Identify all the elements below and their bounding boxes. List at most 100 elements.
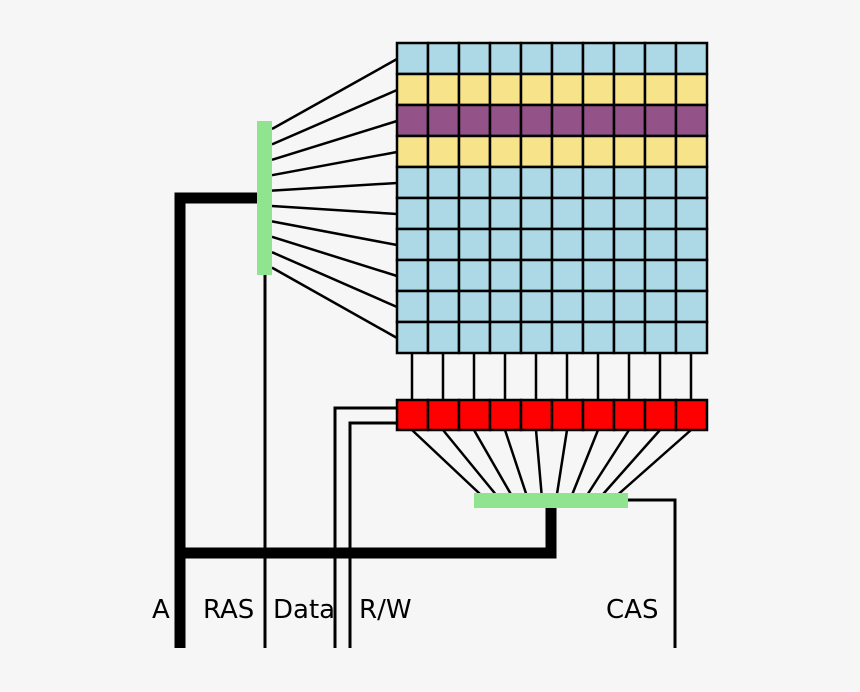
memory-cell <box>612 134 647 169</box>
memory-cell <box>426 41 461 76</box>
memory-cell <box>457 320 492 355</box>
memory-cell <box>643 165 678 200</box>
memory-cell <box>395 289 430 324</box>
memory-cell <box>612 258 647 293</box>
row-select-wire <box>271 119 398 161</box>
memory-cell <box>395 72 430 107</box>
memory-cell <box>395 103 430 138</box>
memory-cell <box>674 165 709 200</box>
memory-cell <box>457 165 492 200</box>
address-bus-to-column-decoder <box>180 506 557 559</box>
memory-cell <box>643 196 678 231</box>
memory-cell <box>395 134 430 169</box>
memory-cell <box>581 134 616 169</box>
memory-cell <box>488 165 523 200</box>
sense-amplifier <box>674 398 709 432</box>
memory-cell <box>550 41 585 76</box>
memory-cell <box>674 227 709 262</box>
row-select-wire <box>271 181 398 192</box>
memory-cell <box>612 103 647 138</box>
memory-cell <box>457 196 492 231</box>
memory-cell <box>643 289 678 324</box>
memory-cell <box>643 134 678 169</box>
memory-cell <box>643 72 678 107</box>
memory-cell <box>457 289 492 324</box>
column-select-wire <box>442 429 497 495</box>
memory-cell <box>426 227 461 262</box>
memory-cell <box>426 72 461 107</box>
memory-cell <box>550 227 585 262</box>
memory-cell <box>612 41 647 76</box>
memory-cell <box>395 320 430 355</box>
memory-cell <box>674 289 709 324</box>
memory-cell <box>395 41 430 76</box>
memory-cell <box>395 196 430 231</box>
column-select-wire <box>534 429 543 495</box>
column-select-wires <box>411 429 692 495</box>
sense-amplifier <box>457 398 492 432</box>
memory-cell <box>550 165 585 200</box>
row-select-wires <box>271 57 398 340</box>
sense-amplifier <box>395 398 430 432</box>
data-line <box>333 406 397 648</box>
memory-cell <box>426 258 461 293</box>
memory-cell <box>581 289 616 324</box>
sense-amplifier <box>426 398 461 432</box>
column-select-wire <box>411 429 481 495</box>
memory-cell <box>550 289 585 324</box>
memory-cell <box>550 196 585 231</box>
column-select-wire <box>617 429 692 495</box>
memory-cell <box>519 165 554 200</box>
memory-cell <box>426 289 461 324</box>
memory-cell <box>550 103 585 138</box>
memory-cell <box>550 72 585 107</box>
rw-line <box>348 421 397 648</box>
memory-cell <box>519 103 554 138</box>
row-select-wire <box>271 266 398 340</box>
memory-cell <box>457 258 492 293</box>
memory-cell <box>457 227 492 262</box>
memory-cell <box>426 134 461 169</box>
sense-amplifier <box>488 398 523 432</box>
row-select-wire <box>271 57 398 131</box>
memory-cell <box>426 320 461 355</box>
memory-cell <box>519 41 554 76</box>
memory-cell <box>612 289 647 324</box>
memory-cell <box>674 103 709 138</box>
memory-cell <box>488 41 523 76</box>
memory-cell <box>643 41 678 76</box>
control-lines <box>263 275 677 648</box>
row-select-wire <box>271 235 398 278</box>
memory-cell <box>581 258 616 293</box>
memory-cell <box>488 258 523 293</box>
memory-cell <box>581 41 616 76</box>
memory-cell-array <box>395 41 709 355</box>
memory-cell <box>674 134 709 169</box>
memory-cell <box>395 165 430 200</box>
memory-cell <box>488 320 523 355</box>
memory-cell <box>395 258 430 293</box>
memory-cell <box>519 289 554 324</box>
memory-cell <box>581 320 616 355</box>
sense-amplifier <box>643 398 678 432</box>
label-a: A <box>152 595 170 625</box>
label-data: Data <box>273 595 335 625</box>
memory-cell <box>581 72 616 107</box>
column-select-wire <box>555 429 569 495</box>
memory-cell <box>519 320 554 355</box>
memory-cell <box>612 165 647 200</box>
column-select-wire <box>503 429 528 495</box>
memory-cell <box>674 320 709 355</box>
memory-cell <box>426 103 461 138</box>
memory-cell <box>519 134 554 169</box>
memory-cell <box>612 196 647 231</box>
memory-cell <box>581 165 616 200</box>
memory-cell <box>643 258 678 293</box>
memory-cell <box>643 227 678 262</box>
column-select-wire <box>472 429 512 495</box>
memory-cell <box>488 289 523 324</box>
memory-cell <box>612 320 647 355</box>
memory-cell <box>674 72 709 107</box>
column-select-wire <box>571 429 600 495</box>
